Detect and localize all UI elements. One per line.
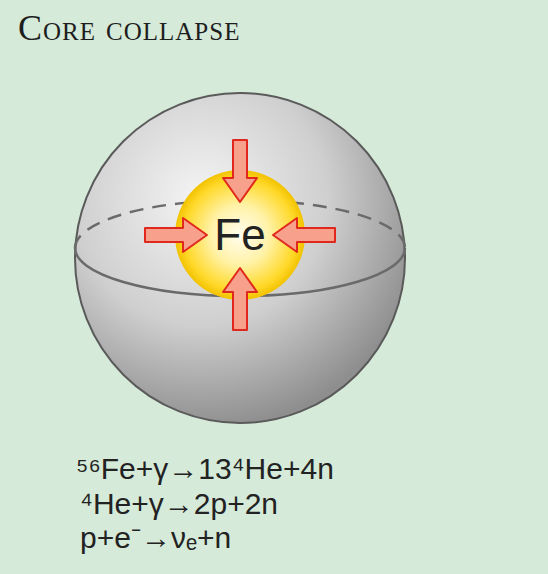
compression-arrow <box>273 218 335 252</box>
compression-arrow <box>223 140 257 202</box>
reaction-equation: ⁴He+γ→2p+2n <box>80 487 278 520</box>
element-symbol: Fe <box>214 213 265 257</box>
iron-core: Fe <box>175 170 305 300</box>
reaction-equation: ⁵⁶Fe+γ→13⁴He+4n <box>76 452 334 485</box>
reaction-equation: p+e⁻→νₑ+n <box>80 521 231 554</box>
star-sphere <box>75 93 405 423</box>
compression-arrow <box>145 218 207 252</box>
diagram-title: Core collapse <box>18 10 240 46</box>
compression-arrow <box>223 268 257 330</box>
